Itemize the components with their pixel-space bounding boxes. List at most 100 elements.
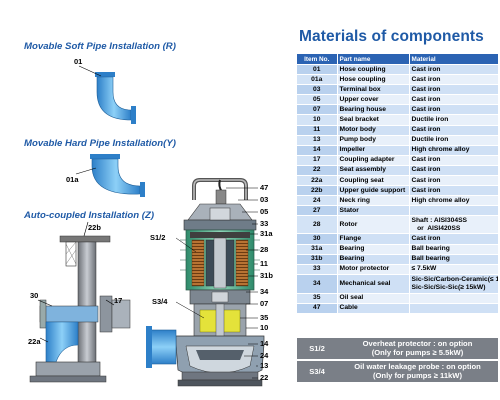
note-text: Oil water leakage probe : on option (Onl… (354, 361, 481, 380)
auto-coupled-assembly: 22b 30 17 22a (28, 221, 131, 383)
part-name-cell: Coupling seat (337, 175, 410, 187)
pump-label: 05 (260, 207, 268, 216)
pump-label: 14 (260, 339, 269, 348)
material-cell: High chrome alloy (409, 145, 499, 156)
part-name-cell: Bearing (337, 244, 410, 255)
part-name-cell: Flange (337, 233, 410, 245)
materials-header-row: Item No. Part name Material (297, 54, 499, 65)
material-cell: Cast iron (409, 94, 499, 106)
pump-label: 22 (260, 373, 268, 382)
item-no-cell: 01a (297, 74, 338, 86)
material-cell: High chrome alloy (409, 195, 499, 207)
part-name-cell: Hose coupling (337, 74, 410, 86)
hard-pipe-title: Movable Hard Pipe Installation(Y) (24, 138, 176, 149)
item-no-cell: 17 (297, 155, 338, 166)
material-cell: Cast iron (409, 125, 499, 136)
diagram-canvas: 01 01a 22b 30 17 (28, 57, 273, 387)
part-name-cell: Upper guide support (337, 185, 410, 197)
pump-label: 31a (260, 229, 273, 238)
part-name-cell: Bearing (337, 254, 410, 265)
part-name-cell: Impeller (337, 145, 410, 156)
item-no-cell: 03 (297, 84, 338, 96)
item-no-cell: 11 (297, 125, 338, 136)
pump-label: 33 (260, 219, 268, 228)
item-no-cell: 22 (297, 165, 338, 177)
material-cell: Shaft : AISI304SS or AISI420SS (409, 215, 499, 235)
material-cell: Cast iron (409, 104, 499, 116)
pump-label: 47 (260, 183, 268, 192)
materials-title: Materials of components (299, 28, 484, 45)
hard-pipe-label: 01a (66, 175, 79, 184)
header-part-name: Part name (337, 54, 410, 65)
material-cell (409, 303, 499, 314)
item-no-cell: 30 (297, 233, 338, 245)
part-name-cell: Stator (337, 205, 410, 217)
pump-part-labels: 47 03 05 33 31a 28 11 31b 34 07 35 10 14… (260, 183, 273, 382)
item-no-cell: 27 (297, 205, 338, 217)
material-cell: Cast iron (409, 175, 499, 187)
pump-label: 28 (260, 245, 268, 254)
part-name-cell: Motor protector (337, 264, 410, 275)
part-name-cell: Cable (337, 303, 410, 314)
item-no-cell: 33 (297, 264, 338, 275)
part-name-cell: Pump body (337, 135, 410, 146)
pump-label: 34 (260, 287, 269, 296)
material-cell: Cast iron (409, 233, 499, 245)
pump-label-s1-2: S1/2 (150, 233, 165, 242)
item-no-cell: 31a (297, 244, 338, 255)
material-cell: Ball bearing (409, 244, 499, 255)
pump-label: 07 (260, 299, 268, 308)
item-no-cell: 34 (297, 274, 338, 294)
header-item-no: Item No. (297, 54, 338, 65)
item-no-cell: 07 (297, 104, 338, 116)
part-name-cell: Seat assembly (337, 165, 410, 177)
material-cell: Cast iron (409, 84, 499, 96)
material-cell: Ball bearing (409, 254, 499, 265)
pump-label: 03 (260, 195, 268, 204)
material-cell: Sic-Sic/Carbon-Ceramic(≤ 11kW) Sic-Sic/S… (409, 274, 499, 294)
item-no-cell: 31b (297, 254, 338, 265)
item-no-cell: 24 (297, 195, 338, 207)
item-no-cell: 28 (297, 215, 338, 235)
part-name-cell: Bearing house (337, 104, 410, 116)
auto-label-22a: 22a (28, 337, 41, 346)
part-name-cell: Upper cover (337, 94, 410, 106)
material-cell: ≤ 7.5kW (409, 264, 499, 275)
pump-label: 13 (260, 361, 268, 370)
note-text: Overheat protector : on option (Only for… (362, 338, 473, 357)
auto-label-17: 17 (114, 296, 122, 305)
pump-leader-lines (175, 187, 258, 379)
part-name-cell: Mechanical seal (337, 274, 410, 294)
material-cell: Ductile iron (409, 135, 499, 146)
item-no-cell: 13 (297, 135, 338, 146)
item-no-cell: 10 (297, 114, 338, 126)
material-cell: Cast iron (409, 74, 499, 86)
auto-coupled-title: Auto-coupled Installation (Z) (24, 210, 155, 221)
installation-diagrams: Movable Soft Pipe Installation (R) Movab… (24, 41, 273, 387)
part-name-cell: Hose coupling (337, 64, 410, 76)
material-cell: Cast iron (409, 165, 499, 177)
soft-pipe-label: 01 (74, 57, 82, 66)
item-no-cell: 22a (297, 175, 338, 187)
soft-pipe-title: Movable Soft Pipe Installation (R) (24, 41, 176, 52)
part-name-cell: Neck ring (337, 195, 410, 207)
note-id: S1/2 (309, 344, 325, 353)
hard-pipe-elbow: 01a (66, 154, 145, 197)
